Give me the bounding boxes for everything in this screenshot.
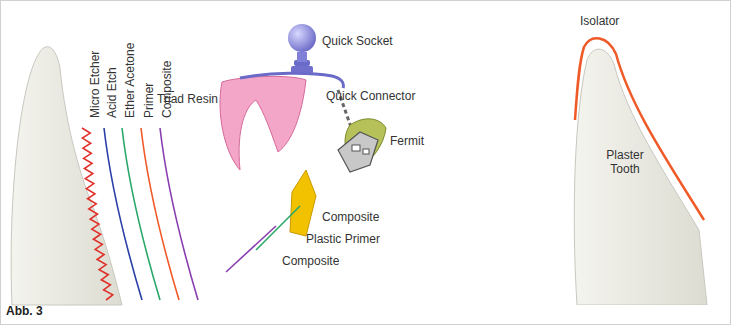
triad-resin bbox=[220, 76, 306, 170]
layer-label: Micro Etcher bbox=[88, 51, 102, 118]
tooth-shape bbox=[565, 40, 715, 305]
plaster-tooth: Plaster Tooth bbox=[565, 40, 715, 305]
layer-label: Composite bbox=[160, 61, 174, 118]
layer-label: Acid Etch bbox=[105, 67, 119, 118]
ether-acetone-line bbox=[122, 128, 160, 300]
part-label: Isolator bbox=[580, 14, 619, 28]
socket-ball bbox=[288, 24, 316, 52]
layer-label: Primer bbox=[142, 83, 156, 118]
part-label: Composite bbox=[322, 210, 379, 224]
socket-neck bbox=[297, 52, 307, 62]
figure-caption: Abb. 3 bbox=[6, 304, 43, 318]
tooth-outline bbox=[11, 47, 122, 305]
part-label: Quick Socket bbox=[322, 34, 393, 48]
connector-band bbox=[240, 73, 343, 88]
acid-etch-line bbox=[104, 128, 142, 300]
clip-hole bbox=[352, 145, 360, 151]
node-text: Plaster Tooth bbox=[593, 148, 657, 176]
primer-line bbox=[141, 128, 179, 300]
metal-clip bbox=[338, 132, 378, 172]
part-label: Quick Connector bbox=[326, 89, 415, 103]
layer-label: Ether Acetone bbox=[123, 43, 137, 118]
composite-line bbox=[226, 226, 276, 272]
composite-piece bbox=[290, 170, 316, 236]
part-label: Composite bbox=[282, 254, 339, 268]
part-label: Triad Resin bbox=[157, 92, 218, 106]
tooth-outline bbox=[574, 49, 707, 305]
plastic-primer-line bbox=[256, 206, 300, 250]
composite-line bbox=[160, 128, 198, 300]
part-label: Plastic Primer bbox=[306, 232, 380, 246]
clip-hole bbox=[363, 149, 369, 154]
part-label: Fermit bbox=[390, 134, 424, 148]
